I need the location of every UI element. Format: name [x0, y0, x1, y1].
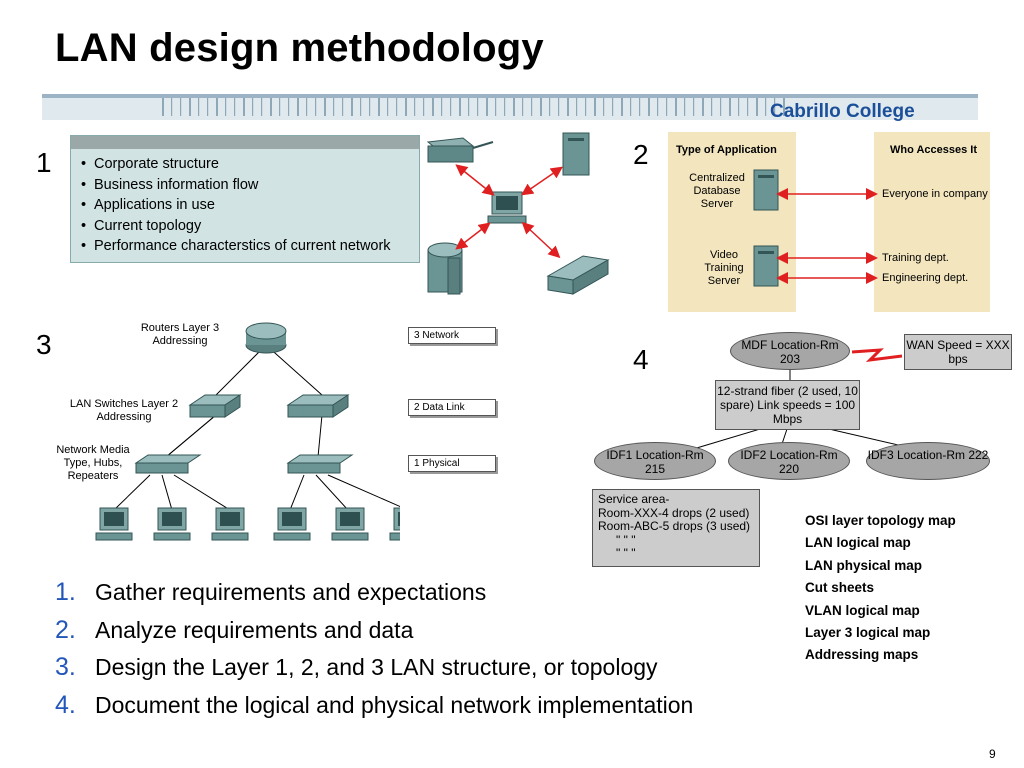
app-video-server: Video Training Server	[704, 249, 744, 287]
service-line: " " "	[616, 546, 636, 560]
step-number: 2.	[55, 615, 76, 644]
page-title: LAN design methodology	[55, 26, 544, 70]
hub-icon	[286, 454, 354, 474]
access-engineering: Engineering dept.	[882, 272, 969, 284]
column-header-access: Who Accesses It	[890, 144, 978, 156]
page-number: 9	[989, 747, 996, 761]
list-item: Cut sheets	[805, 580, 875, 596]
app-table-graphics	[753, 169, 878, 287]
brand-name: Cabrillo College	[770, 101, 915, 122]
list-item: 1. Gather requirements and expectations	[55, 574, 693, 612]
printer-icon	[426, 137, 494, 163]
network-media-label: Network Media Type, Hubs, Repeaters	[56, 444, 130, 482]
switches-label: LAN Switches Layer 2 Addressing	[69, 398, 179, 423]
routers-label: Routers Layer 3 Addressing	[140, 322, 220, 347]
idf2-node: IDF2 Location-Rm 220	[728, 442, 850, 480]
server-tower-icon	[562, 132, 590, 176]
storage-icon	[427, 242, 463, 295]
list-item: 2. Analyze requirements and data	[55, 612, 693, 650]
list-item: Current topology	[81, 216, 391, 237]
idf3-node: IDF3 Location-Rm 222	[866, 442, 990, 480]
osi-layer-physical: 1 Physical	[408, 455, 496, 472]
access-training: Training dept.	[882, 252, 949, 264]
wan-box: WAN Speed = XXX bps	[904, 334, 1012, 370]
lan-switch-icon	[286, 394, 350, 418]
service-line: Room-XXX-4 drops (2 used)	[598, 505, 750, 520]
step-number: 4.	[55, 690, 76, 719]
step-text: Gather requirements and expectations	[95, 579, 487, 605]
idf1-node: IDF1 Location-Rm 215	[594, 442, 716, 480]
documents-list: OSI layer topology map LAN logical map L…	[805, 510, 956, 667]
workstation-icon	[95, 507, 133, 541]
router-icon	[245, 322, 287, 354]
list-item: VLAN logical map	[805, 602, 920, 618]
workstation-icon	[487, 191, 527, 224]
workstation-icon	[153, 507, 191, 541]
workstation-icon	[389, 507, 400, 541]
list-item: Corporate structure	[81, 154, 391, 175]
hub-icon	[134, 454, 202, 474]
list-item: LAN physical map	[805, 557, 923, 573]
osi-layer-datalink: 2 Data Link	[408, 399, 496, 416]
workstation-icon	[211, 507, 249, 541]
list-item: LAN logical map	[805, 535, 911, 551]
list-item: Addressing maps	[805, 647, 919, 663]
server-icon	[753, 245, 779, 287]
server-icon	[753, 169, 779, 211]
brand-bar	[42, 94, 978, 120]
column-header-application: Type of Application	[676, 144, 777, 156]
requirements-list: Corporate structure Business information…	[81, 154, 391, 257]
step-number: 3.	[55, 653, 76, 681]
list-item: Applications in use	[81, 195, 391, 216]
requirements-box: Corporate structure Business information…	[70, 135, 420, 263]
service-area-box: Service area- Room-XXX-4 drops (2 used) …	[592, 489, 760, 567]
step-text: Analyze requirements and data	[95, 616, 414, 643]
step-number: 1.	[55, 578, 76, 606]
service-line: " " "	[616, 532, 636, 547]
fiber-box: 12-strand fiber (2 used, 10 spare) Link …	[715, 380, 860, 430]
access-everyone: Everyone in company	[882, 188, 988, 200]
service-title: Service area-	[598, 492, 670, 506]
switch-icon	[546, 255, 610, 295]
section-number-4: 4	[633, 344, 649, 375]
workstation-icon	[331, 507, 369, 541]
section-number-3: 3	[36, 329, 52, 360]
app-database-server: Centralized Database Server	[689, 172, 745, 210]
network-star-diagram	[426, 132, 610, 295]
list-item: Layer 3 logical map	[805, 625, 931, 641]
steps-list: 1. Gather requirements and expectations 2…	[55, 574, 693, 724]
lan-switch-icon	[188, 394, 242, 418]
mdf-node: MDF Location-Rm 203	[730, 332, 850, 370]
osi-layer-network: 3 Network	[408, 327, 496, 344]
list-item: 4. Document the logical and physical netw…	[55, 687, 693, 725]
section-number-2: 2	[633, 139, 649, 170]
list-item: Business information flow	[81, 175, 391, 196]
application-access-table: Type of Application Who Accesses It Cent…	[668, 132, 990, 312]
list-item: Performance characterstics of current ne…	[81, 236, 391, 257]
section-number-1: 1	[36, 147, 52, 178]
workstation-icon	[273, 507, 311, 541]
service-line: Room-ABC-5 drops (3 used)	[598, 519, 751, 533]
step-text: Design the Layer 1, 2, and 3 LAN structu…	[95, 654, 658, 680]
hierarchy-diagram	[95, 322, 400, 541]
list-item: OSI layer topology map	[805, 513, 956, 528]
step-text: Document the logical and physical networ…	[95, 691, 694, 718]
list-item: 3. Design the Layer 1, 2, and 3 LAN struc…	[55, 649, 693, 687]
